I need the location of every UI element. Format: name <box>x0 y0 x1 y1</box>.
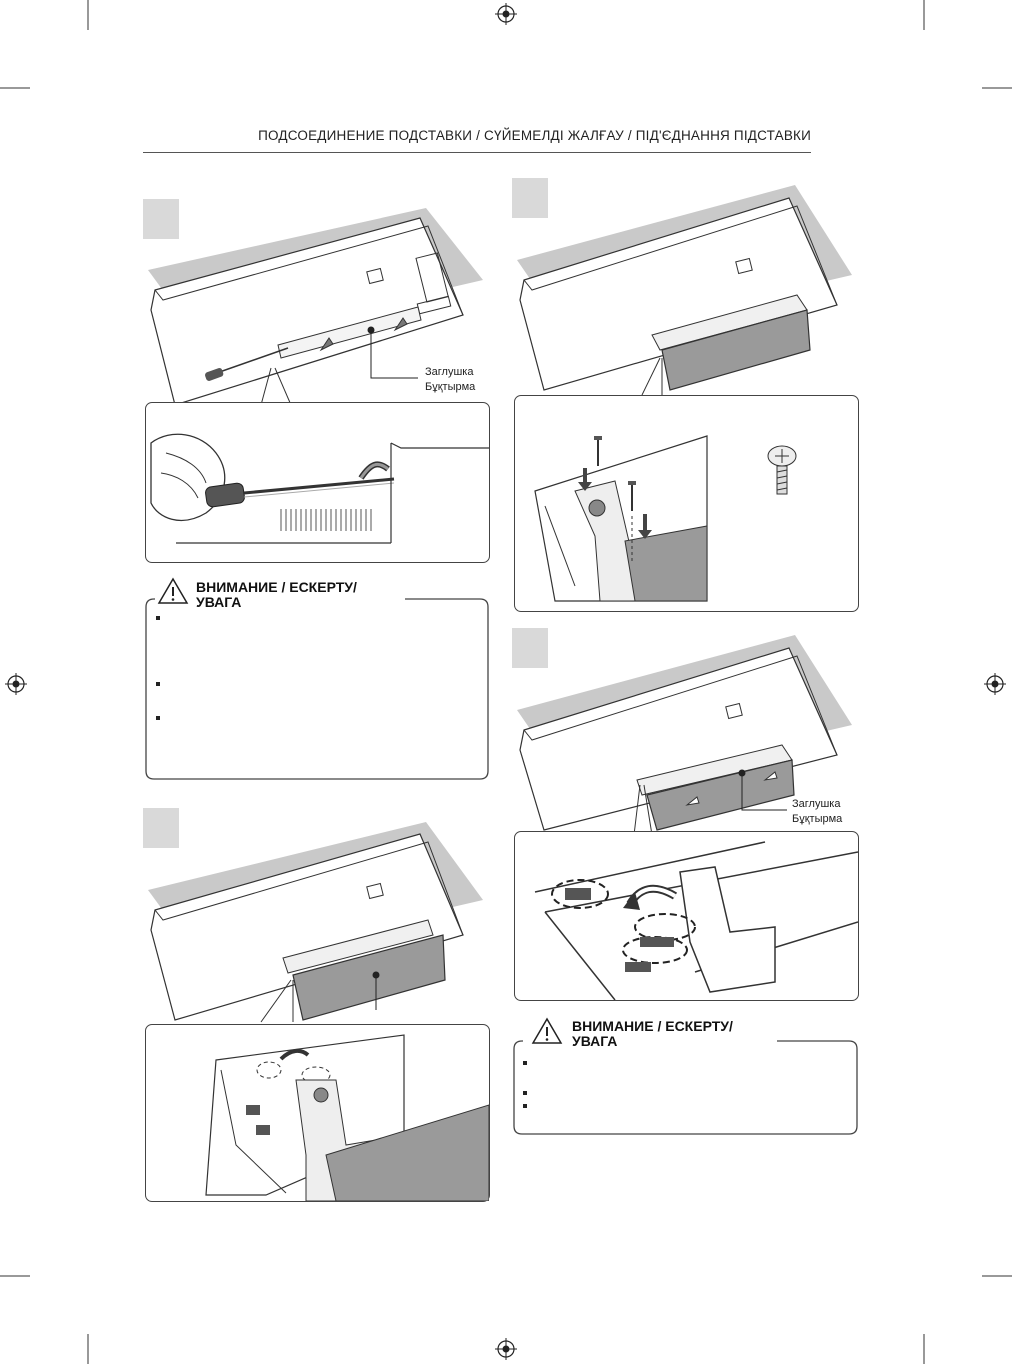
step-4-tv-cover-illustration <box>517 635 852 835</box>
warning-1-triangle-icon <box>157 577 189 604</box>
step-4-number-box <box>512 628 548 668</box>
step-4-callout-label: Заглушка Бұқтырма <box>792 797 842 827</box>
step-2-number-box <box>143 808 179 848</box>
step-4-callout-line-2: Бұқтырма <box>792 813 843 825</box>
title-divider <box>143 152 811 153</box>
warning-1-bullet-2 <box>156 682 160 686</box>
step-3-detail-frame <box>514 395 859 612</box>
step-1-callout-line-2: Бұқтырма <box>425 381 476 393</box>
step-3-tv-stand-illustration <box>517 185 852 395</box>
warning-1-bullet-3 <box>156 716 160 720</box>
step-2-detail-frame <box>145 1024 490 1202</box>
warning-1-title-line-1: ВНИМАНИЕ / ЕСКЕРТУ/ <box>196 579 357 595</box>
warning-2-triangle-icon <box>531 1017 563 1044</box>
registration-mark-bottom-icon <box>495 1338 517 1360</box>
page-title: ПОДСОЕДИНЕНИЕ ПОДСТАВКИ / СҮЙЕМЕЛДІ ЖАЛҒ… <box>258 128 811 143</box>
registration-mark-top-icon <box>495 3 517 25</box>
warning-1-title-line-2: УВАГА <box>196 594 242 610</box>
step-1-callout-label: Заглушка Бұқтырма <box>425 365 475 395</box>
warning-2-box <box>513 1040 858 1135</box>
warning-2-bullet-3 <box>523 1104 527 1108</box>
step-1-tv-back-illustration <box>148 208 483 406</box>
step-1-callout-line-1: Заглушка <box>425 366 474 378</box>
step-1-number-box <box>143 199 179 239</box>
step-4-callout-line-1: Заглушка <box>792 798 841 810</box>
step-1-detail-frame <box>145 402 490 563</box>
step-3-number-box <box>512 178 548 218</box>
warning-1-bullet-1 <box>156 616 160 620</box>
step-2-bracket-detail <box>205 1034 489 1201</box>
warning-1-title: ВНИМАНИЕ / ЕСКЕРТУ/ УВАГА <box>196 580 357 610</box>
registration-mark-right-icon <box>984 673 1006 695</box>
warning-2-title-line-2: УВАГА <box>572 1033 618 1049</box>
warning-2-title-line-1: ВНИМАНИЕ / ЕСКЕРТУ/ <box>572 1018 733 1034</box>
step-1-screwdriver-detail <box>150 433 489 544</box>
warning-2-bullet-2 <box>523 1091 527 1095</box>
warning-1-box <box>145 598 489 780</box>
step-2-tv-stand-illustration <box>148 822 483 1023</box>
step-3-screw-detail <box>534 435 797 602</box>
step-4-clip-detail <box>534 841 858 1000</box>
registration-mark-left-icon <box>5 673 27 695</box>
warning-2-bullet-1 <box>523 1061 527 1065</box>
warning-2-title: ВНИМАНИЕ / ЕСКЕРТУ/ УВАГА <box>572 1019 733 1049</box>
step-4-detail-frame <box>514 831 859 1001</box>
